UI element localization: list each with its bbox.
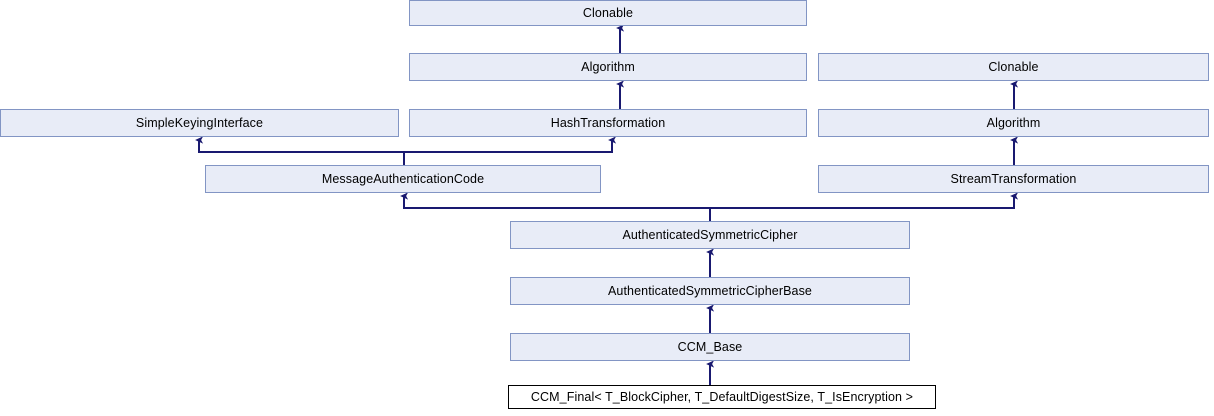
- class-node-label: Algorithm: [581, 59, 635, 74]
- class-node-hashtrans[interactable]: HashTransformation: [409, 109, 807, 137]
- class-node-algorithm_mid[interactable]: Algorithm: [409, 53, 807, 81]
- class-node-label: Clonable: [988, 59, 1039, 74]
- class-node-label: HashTransformation: [550, 115, 666, 130]
- edge-mac-to-simplekeyinginterface: [195, 136, 405, 165]
- edge-asc-to-streamtransformation: [709, 192, 1019, 221]
- class-node-ski[interactable]: SimpleKeyingInterface: [0, 109, 399, 137]
- class-node-algorithm_right[interactable]: Algorithm: [818, 109, 1209, 137]
- class-node-label: CCM_Base: [677, 339, 743, 354]
- class-node-ccmfinal[interactable]: CCM_Final< T_BlockCipher, T_DefaultDiges…: [508, 385, 936, 409]
- class-node-mac[interactable]: MessageAuthenticationCode: [205, 165, 601, 193]
- class-node-label: CCM_Final< T_BlockCipher, T_DefaultDiges…: [530, 389, 914, 404]
- edge-mac-to-hashtransformation: [403, 136, 617, 165]
- class-node-asc[interactable]: AuthenticatedSymmetricCipher: [510, 221, 910, 249]
- class-node-label: Clonable: [582, 5, 634, 20]
- class-node-label: Algorithm: [986, 115, 1041, 130]
- class-node-ascbase[interactable]: AuthenticatedSymmetricCipherBase: [510, 277, 910, 305]
- class-node-label: AuthenticatedSymmetricCipherBase: [608, 283, 812, 298]
- class-node-ccmbase[interactable]: CCM_Base: [510, 333, 910, 361]
- class-node-label: AuthenticatedSymmetricCipher: [622, 227, 798, 242]
- class-node-clonable_mid[interactable]: Clonable: [409, 0, 807, 26]
- class-node-clonable_right[interactable]: Clonable: [818, 53, 1209, 81]
- class-node-label: MessageAuthenticationCode: [321, 171, 485, 186]
- class-node-label: StreamTransformation: [950, 171, 1077, 186]
- class-node-streamtrans[interactable]: StreamTransformation: [818, 165, 1209, 193]
- class-node-label: SimpleKeyingInterface: [135, 115, 264, 130]
- edge-asc-to-mac: [400, 192, 711, 221]
